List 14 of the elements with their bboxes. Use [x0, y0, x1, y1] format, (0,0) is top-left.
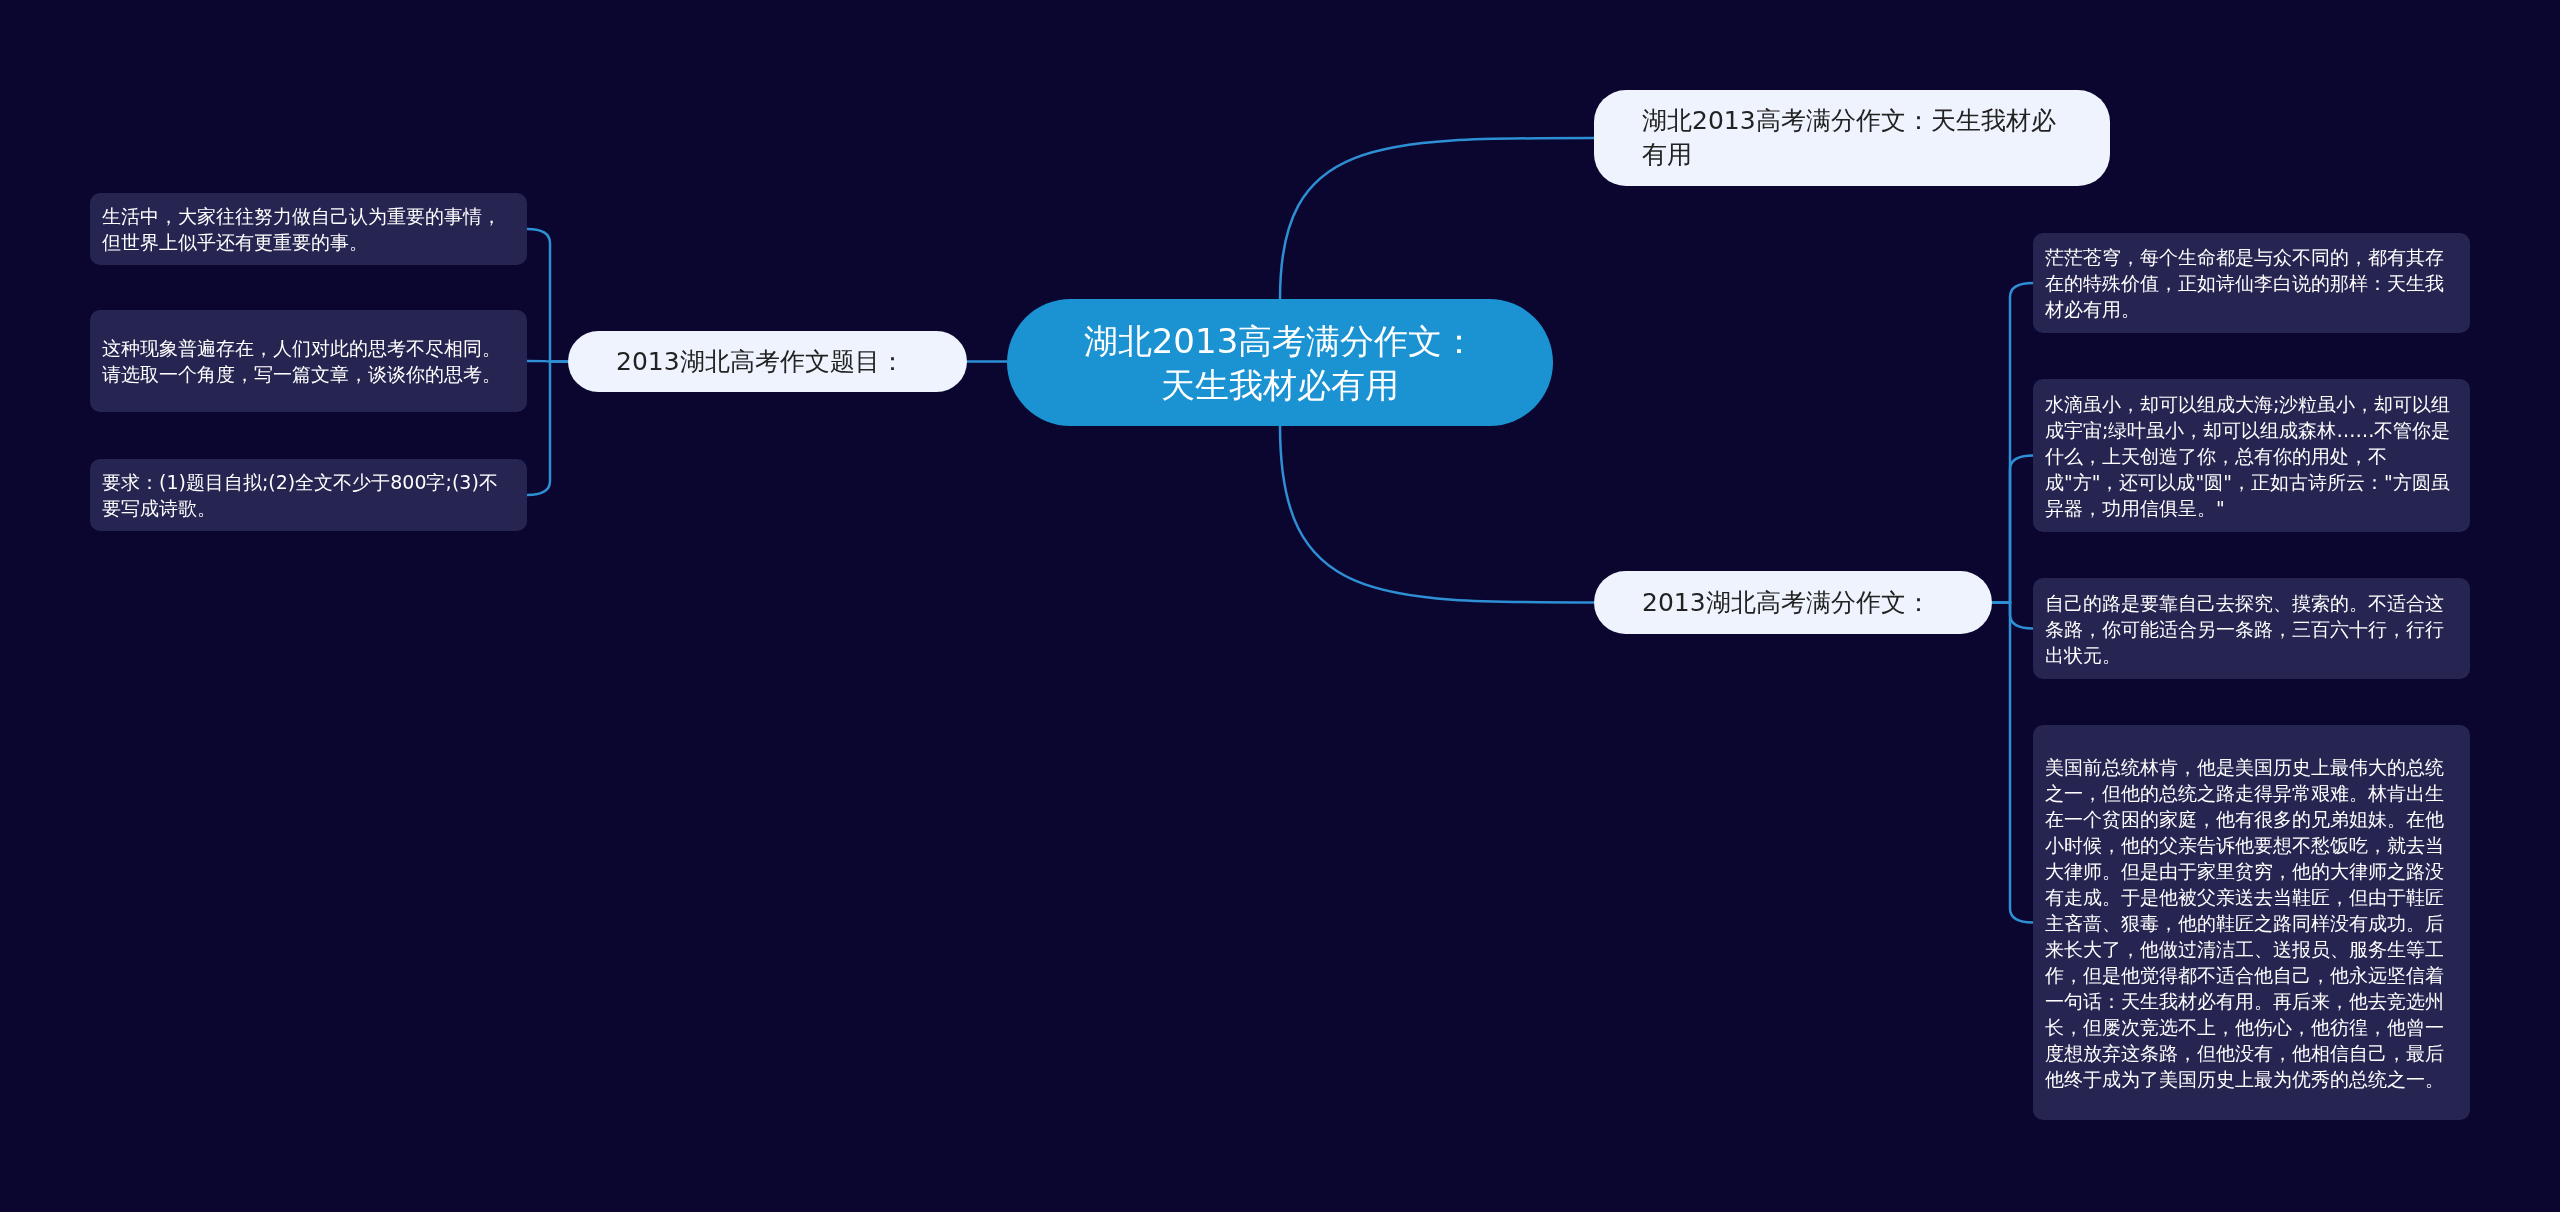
note-card: 美国前总统林肯，他是美国历史上最伟大的总统之一，但他的总统之路走得异常艰难。林肯出生在一个贫困的家庭，他有很多的兄弟姐妹。在他小时候，他的父亲告诉他要想不愁饭吃，就去当大律师。但是由于家里贫穷，他的大律师之路没有走成。于是他被父亲送去当鞋匠，但由于鞋匠主吝啬、狠毒，他的鞋匠之路同样没有成功。后来长大了，他做过清洁工、送报员、服务生等工作，但是他觉得都不适合他自己，他永远坚信着一句话：天生我材必有用。再后来，他去竞选州长，但屡次竞选不上，他伤心，他彷徨，他曾一度想放弃这条路，但他没有，他相信自己，最后他终于成为了美国历史上最为优秀的总统之一。	[2033, 725, 2470, 1120]
note-card: 生活中，大家往往努力做自己认为重要的事情，但世界上似乎还有更重要的事。	[90, 193, 527, 265]
branch-pill: 2013湖北高考满分作文：	[1594, 571, 1992, 634]
connector	[1278, 425, 1594, 604]
note-card: 水滴虽小，却可以组成大海;沙粒虽小，却可以组成宇宙;绿叶虽小，却可以组成森林……不管你是什么，上天创造了你，总有你的用处，不成"方"，还可以成"圆"，正如古诗所云："方圆虽异器，功用信俱呈。"	[2033, 379, 2470, 532]
topic-pill: 湖北2013高考满分作文：天生我材必有用	[1007, 299, 1553, 426]
branch-pill: 湖北2013高考满分作文：天生我材必有用	[1594, 90, 2110, 186]
connector	[1278, 136, 1594, 300]
connector	[967, 360, 1007, 363]
note-card: 自己的路是要靠自己去探究、摸索的。不适合这条路，你可能适合另一条路，三百六十行，行行出状元。	[2033, 578, 2470, 679]
branch-pill: 2013湖北高考作文题目：	[568, 331, 967, 392]
note-card: 这种现象普遍存在，人们对此的思考不尽相同。请选取一个角度，写一篇文章，谈谈你的思考。	[90, 310, 527, 412]
note-card: 茫茫苍穹，每个生命都是与众不同的，都有其存在的特殊价值，正如诗仙李白说的那样：天生我材必有用。	[2033, 233, 2470, 333]
note-card: 要求：(1)题目自拟;(2)全文不少于800字;(3)不要写成诗歌。	[90, 459, 527, 531]
